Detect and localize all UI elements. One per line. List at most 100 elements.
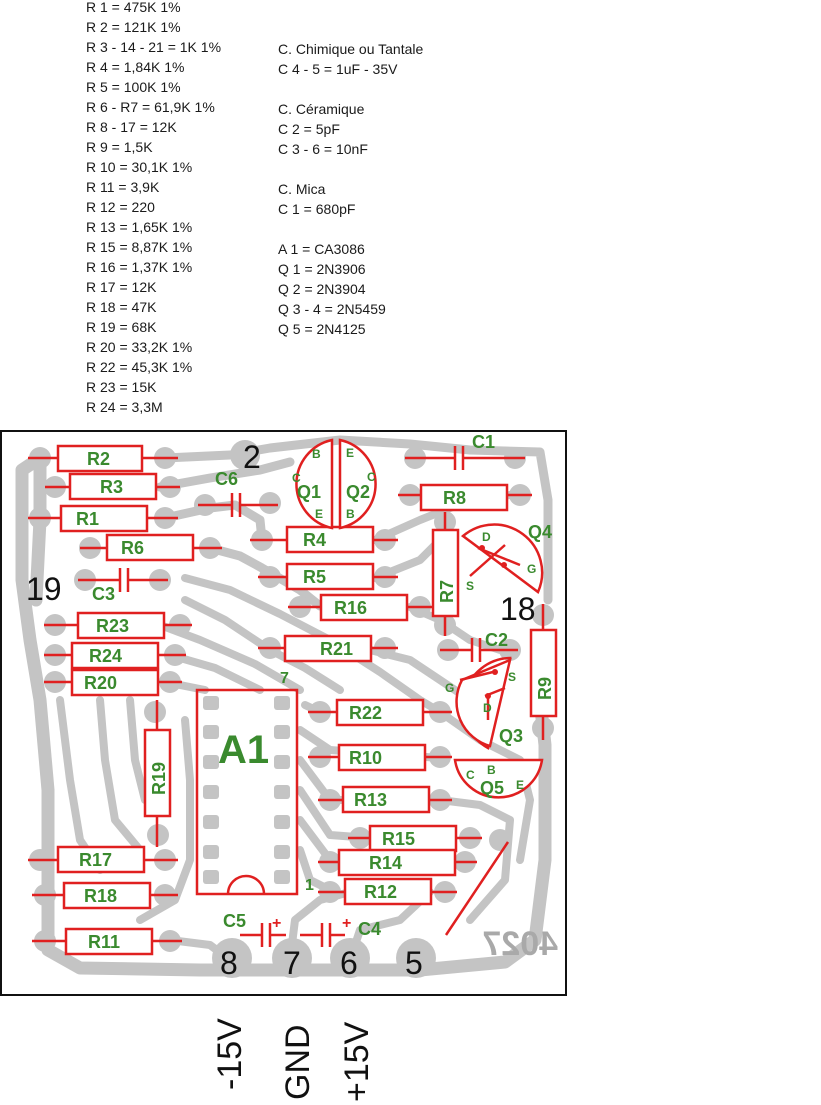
bom-line: R 15 = 8,87K 1% bbox=[86, 239, 193, 255]
label-c2: C2 bbox=[485, 630, 508, 650]
resistor-r1: R1 bbox=[28, 504, 178, 533]
label-r10: R10 bbox=[349, 748, 382, 768]
bom-line: C 4 - 5 = 1uF - 35V bbox=[278, 61, 398, 77]
transistor-q2: Q2 E C B bbox=[338, 438, 377, 530]
connection-number: 5 bbox=[405, 945, 423, 981]
pin-letter: S bbox=[508, 670, 516, 684]
polarity-mark: + bbox=[272, 915, 281, 932]
rail-label-gnd: GND bbox=[279, 1024, 317, 1100]
bom-line: R 4 = 1,84K 1% bbox=[86, 59, 185, 75]
resistor-r6: R6 bbox=[80, 533, 222, 562]
bom-line: C. Chimique ou Tantale bbox=[278, 41, 424, 57]
transistor-q1: Q1 B C E bbox=[292, 438, 334, 530]
resistor-r7: R7 bbox=[431, 512, 460, 636]
label-r17: R17 bbox=[79, 850, 112, 870]
label-r12: R12 bbox=[364, 882, 397, 902]
pin-letter: D bbox=[483, 701, 492, 715]
label-c3: C3 bbox=[92, 584, 115, 604]
transistor-q3: Q3 G S D bbox=[445, 656, 523, 750]
pin-letter: G bbox=[527, 562, 536, 576]
label-q1: Q1 bbox=[297, 482, 321, 502]
bom-line: R 13 = 1,65K 1% bbox=[86, 219, 193, 235]
capacitor-c2: C2 bbox=[440, 630, 518, 662]
resistor-r3: R3 bbox=[45, 472, 180, 501]
label-r22: R22 bbox=[349, 703, 382, 723]
label-r6: R6 bbox=[121, 538, 144, 558]
label-r20: R20 bbox=[84, 673, 117, 693]
resistor-r23: R23 bbox=[44, 611, 192, 640]
label-q2: Q2 bbox=[346, 482, 370, 502]
connection-number: 19 bbox=[26, 571, 62, 607]
bom-line: R 17 = 12K bbox=[86, 279, 157, 295]
transistor-q4: Q4 D S G bbox=[460, 522, 552, 594]
label-r14: R14 bbox=[369, 853, 402, 873]
bom-line: R 5 = 100K 1% bbox=[86, 79, 181, 95]
label-r19: R19 bbox=[149, 762, 169, 795]
bom-line: R 12 = 220 bbox=[86, 199, 155, 215]
bom-line: R 20 = 33,2K 1% bbox=[86, 339, 193, 355]
label-c5: C5 bbox=[223, 911, 246, 931]
bom-line: R 6 - R7 = 61,9K 1% bbox=[86, 99, 215, 115]
bom-line: Q 2 = 2N3904 bbox=[278, 281, 366, 297]
resistor-r18: R18 bbox=[32, 881, 178, 910]
bom-line: C. Céramique bbox=[278, 101, 365, 117]
capacitor-c4: C4 + bbox=[300, 915, 381, 947]
connection-number: 2 bbox=[243, 439, 261, 475]
label-r8: R8 bbox=[443, 488, 466, 508]
resistor-list: R 1 = 475K 1% R 2 = 121K 1% R 3 - 14 - 2… bbox=[86, 0, 221, 417]
capacitor-c3: C3 bbox=[78, 568, 168, 604]
resistor-r4: R4 bbox=[250, 525, 398, 554]
resistor-r21: R21 bbox=[258, 634, 398, 663]
jumper-wire bbox=[444, 841, 510, 936]
pin-letter: C bbox=[466, 768, 475, 782]
label-r11: R11 bbox=[88, 932, 120, 952]
bom-line: C 3 - 6 = 10nF bbox=[278, 141, 368, 157]
bom-line: Q 3 - 4 = 2N5459 bbox=[278, 301, 386, 317]
bom-line: R 22 = 45,3K 1% bbox=[86, 359, 193, 375]
bom-line: A 1 = CA3086 bbox=[278, 241, 365, 257]
bom-line: R 8 - 17 = 12K bbox=[86, 119, 177, 135]
label-c1: C1 bbox=[472, 432, 495, 452]
label-q4: Q4 bbox=[528, 522, 552, 542]
resistor-r24: R24 bbox=[44, 641, 186, 670]
resistor-r8: R8 bbox=[398, 483, 532, 512]
label-q5: Q5 bbox=[480, 778, 504, 798]
pin-letter: B bbox=[487, 763, 496, 777]
bom-line: R 16 = 1,37K 1% bbox=[86, 259, 193, 275]
rail-label-neg15v: -15V bbox=[211, 1018, 249, 1090]
bom-line: R 18 = 47K bbox=[86, 299, 157, 315]
resistor-r16: R16 bbox=[288, 593, 432, 622]
bom-line: Q 5 = 2N4125 bbox=[278, 321, 366, 337]
pin-letter: G bbox=[445, 681, 454, 695]
label-r3: R3 bbox=[100, 477, 123, 497]
label-r24: R24 bbox=[89, 646, 122, 666]
capacitor-semiconductor-list: C. Chimique ou Tantale C 4 - 5 = 1uF - 3… bbox=[278, 39, 423, 339]
bom-line: Q 1 = 2N3906 bbox=[278, 261, 366, 277]
polarity-mark: + bbox=[342, 915, 351, 932]
label-r13: R13 bbox=[354, 790, 387, 810]
label-c4: C4 bbox=[358, 919, 381, 939]
resistor-r12: R12 bbox=[318, 877, 457, 906]
connection-number: 8 bbox=[220, 945, 238, 981]
ic-pin-number: 7 bbox=[280, 670, 289, 687]
bom-line: R 10 = 30,1K 1% bbox=[86, 159, 193, 175]
bom-line: R 19 = 68K bbox=[86, 319, 157, 335]
resistor-r15: R15 bbox=[348, 824, 482, 853]
label-r2: R2 bbox=[87, 449, 110, 469]
connection-number: 18 bbox=[500, 591, 536, 627]
label-r9: R9 bbox=[535, 677, 555, 700]
label-r5: R5 bbox=[303, 567, 326, 587]
resistor-r10: R10 bbox=[308, 743, 452, 772]
board-number: 4027 bbox=[482, 925, 558, 963]
capacitor-c6: C6 bbox=[198, 469, 278, 517]
bom-line: R 1 = 475K 1% bbox=[86, 0, 181, 15]
label-q3: Q3 bbox=[499, 726, 523, 746]
bom-line: R 23 = 15K bbox=[86, 379, 157, 395]
resistor-r13: R13 bbox=[318, 785, 452, 814]
label-r4: R4 bbox=[303, 530, 326, 550]
pin-letter: B bbox=[346, 507, 355, 521]
label-r15: R15 bbox=[382, 829, 415, 849]
pin-letter: S bbox=[466, 579, 474, 593]
bom-line: C 2 = 5pF bbox=[278, 121, 340, 137]
